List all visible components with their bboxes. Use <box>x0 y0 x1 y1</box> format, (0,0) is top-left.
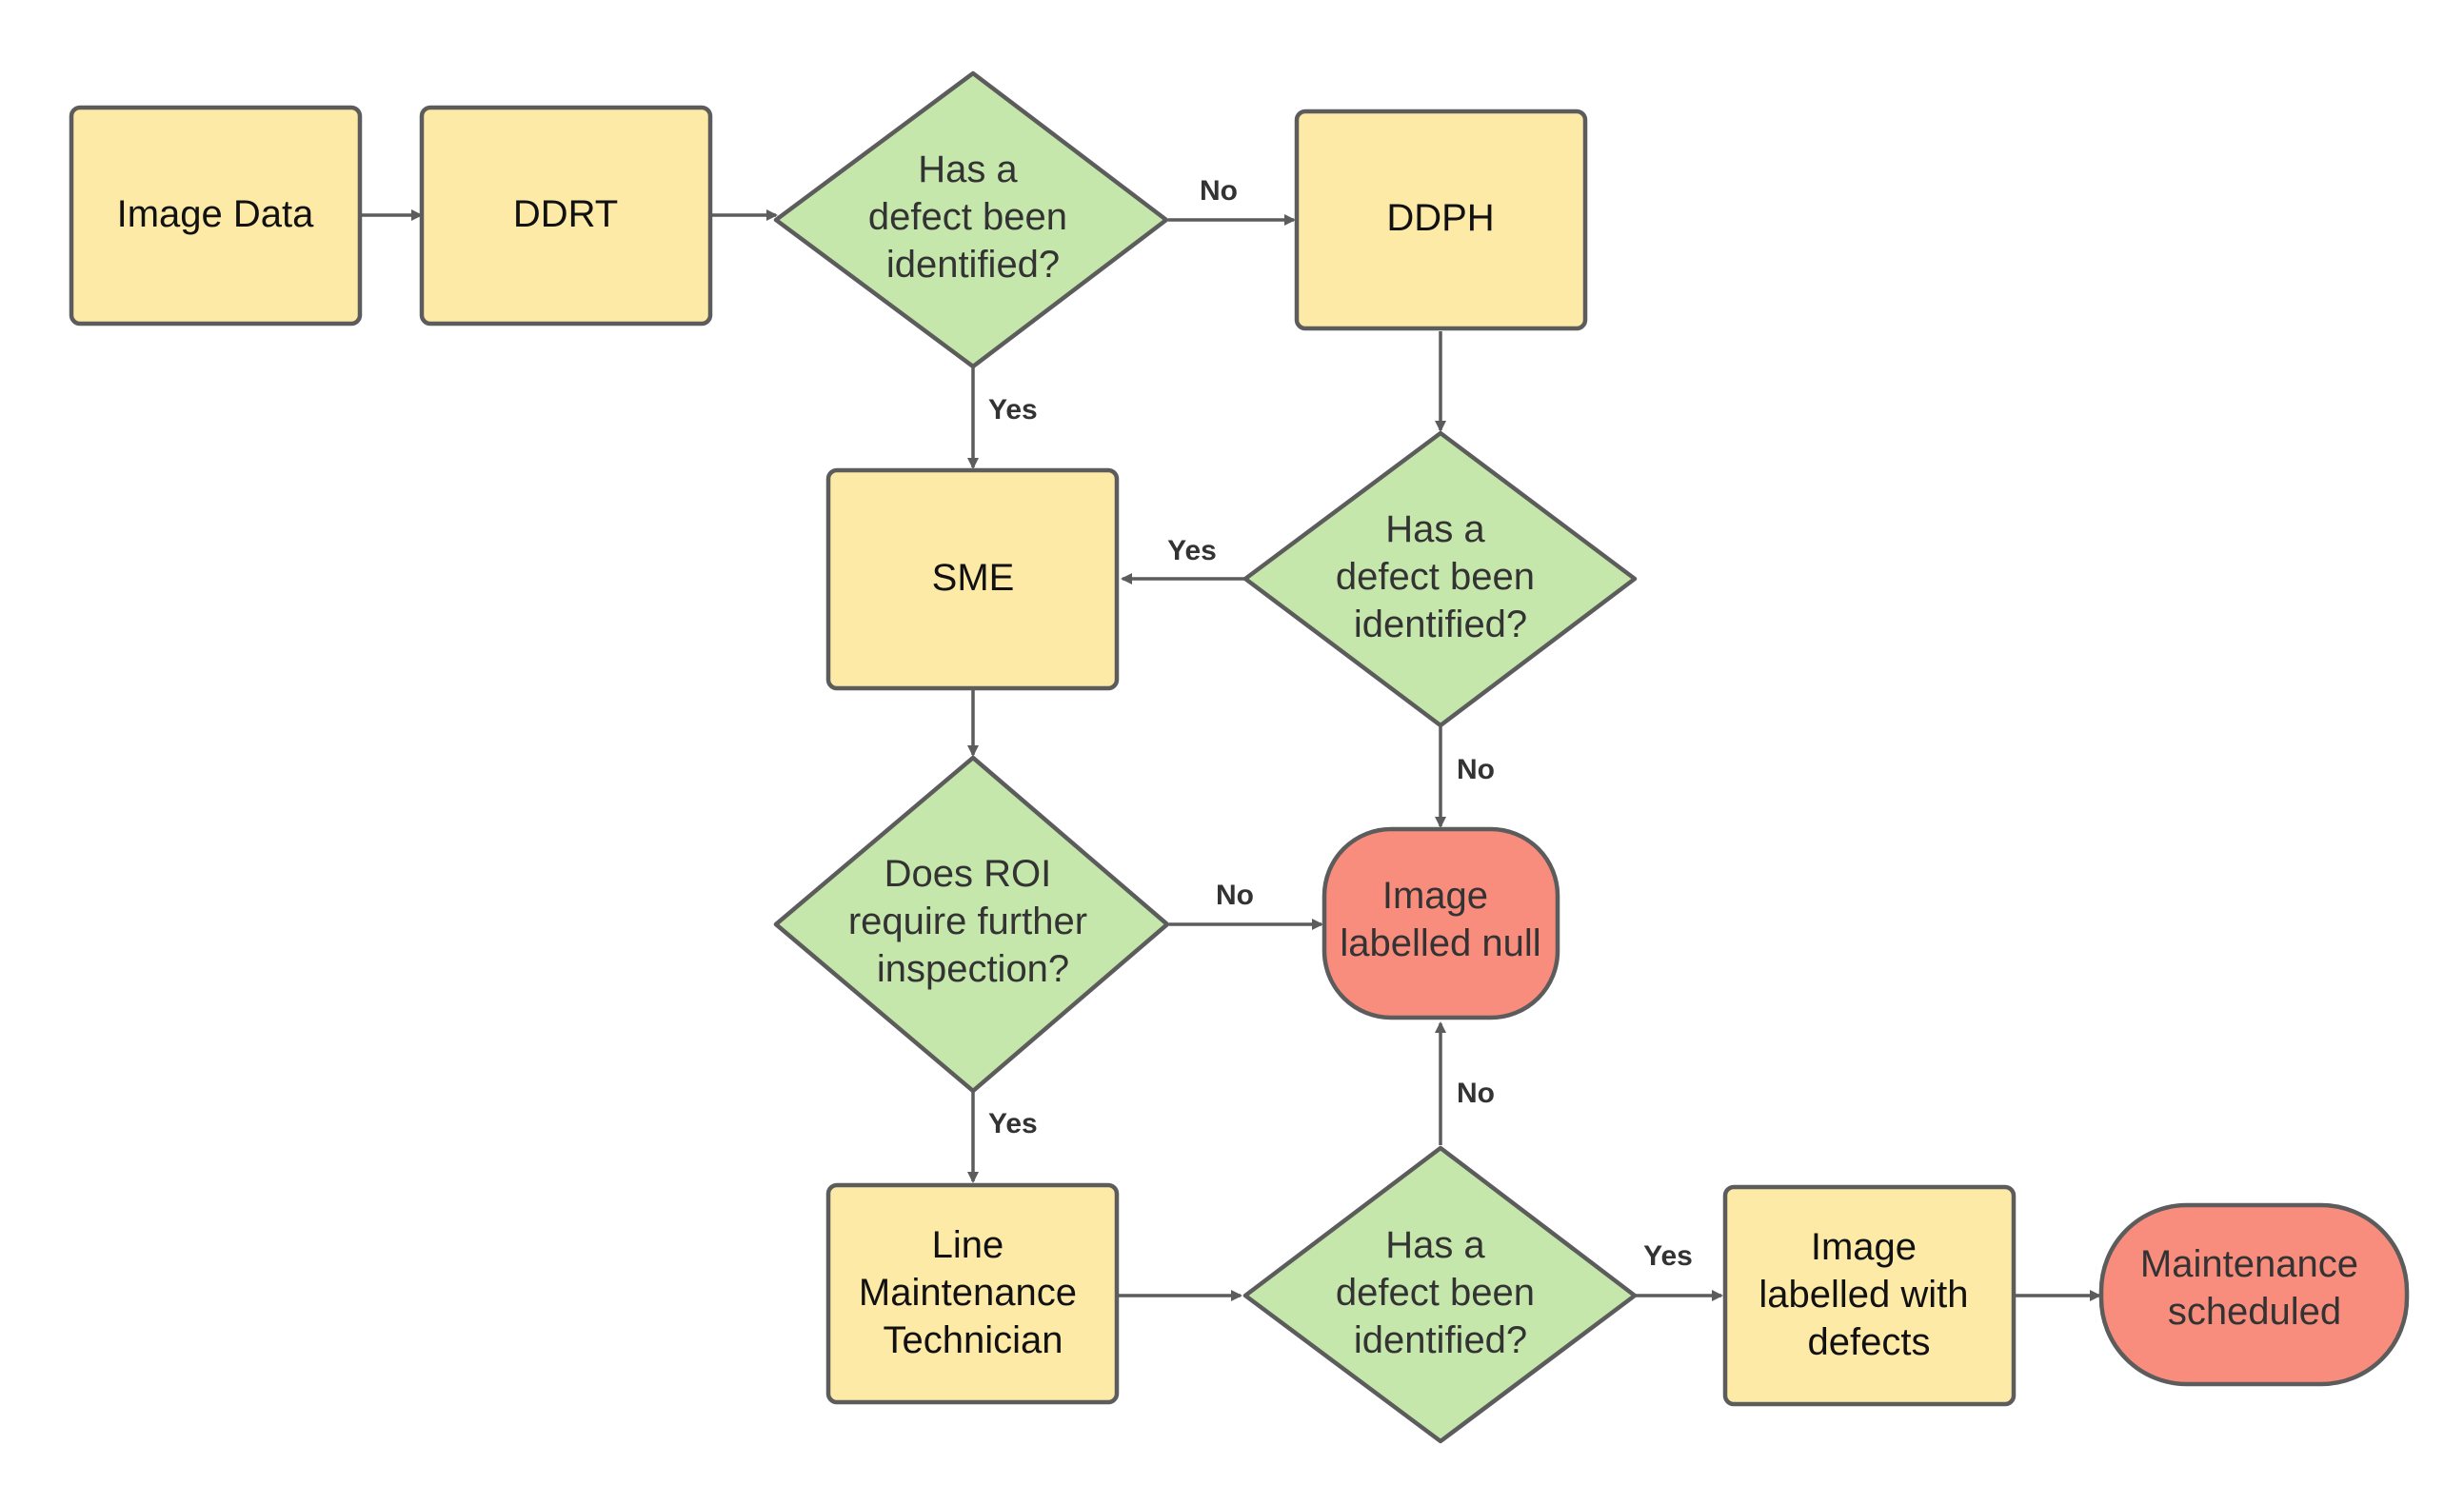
node-label: DDPH <box>1386 197 1494 239</box>
node-image-data: Image Data <box>69 105 363 327</box>
node-image-labelled-with-defects: Image labelled with defects <box>1722 1184 2017 1407</box>
edge-label-yes: Yes <box>1643 1240 1693 1272</box>
node-decision-roi-inspection: Does ROI require further inspection? <box>773 755 1170 1094</box>
node-decision-defect-identified-2: Has a defect been identified? <box>1242 430 1638 728</box>
edge-label-no: No <box>1200 175 1238 207</box>
node-ddrt: DDRT <box>419 105 713 327</box>
edge-label-no: No <box>1457 1078 1495 1109</box>
edge-decision-3-yes: Yes <box>1635 1240 1723 1301</box>
node-decision-defect-identified-1: Has a defect been identified? <box>773 70 1169 369</box>
edge-decision-roi-no: No <box>1169 880 1323 930</box>
edge-decision-3-no: No <box>1435 1021 1495 1145</box>
node-maintenance-scheduled: Maintenance scheduled <box>2098 1202 2410 1387</box>
edge-decision-1-yes: Yes <box>967 366 1038 469</box>
node-label: Image labelled null <box>1340 875 1540 964</box>
edge-decision-roi-yes: Yes <box>967 1091 1038 1183</box>
edge-label-yes: Yes <box>1167 535 1217 566</box>
edge-decision-2-no: No <box>1435 726 1495 828</box>
edge-decision-2-yes: Yes <box>1121 535 1245 584</box>
node-label: Has a defect been identified? <box>1336 1224 1545 1361</box>
node-sme: SME <box>825 467 1120 691</box>
node-line-maintenance-technician: Line Maintenance Technician <box>825 1182 1120 1405</box>
node-ddph: DDPH <box>1294 109 1588 331</box>
edge-label-no: No <box>1457 754 1495 785</box>
edge-label-no: No <box>1216 880 1254 911</box>
node-label: Image Data <box>117 193 315 235</box>
node-label: Image labelled with defects <box>1759 1226 1978 1363</box>
node-label: Has a defect been identified? <box>1336 508 1545 645</box>
node-label: SME <box>932 557 1015 599</box>
node-label: DDRT <box>513 193 618 235</box>
node-image-labelled-null: Image labelled null <box>1321 826 1560 1020</box>
edge-label-yes: Yes <box>988 1108 1038 1139</box>
node-label: Line Maintenance Technician <box>859 1224 1087 1361</box>
node-label: Maintenance scheduled <box>2140 1243 2369 1333</box>
node-decision-defect-identified-3: Has a defect been identified? <box>1242 1145 1638 1444</box>
node-label: Has a defect been identified? <box>868 149 1078 286</box>
node-label: Does ROI require further inspection? <box>848 853 1098 990</box>
edge-label-yes: Yes <box>988 394 1038 426</box>
edge-decision-1-no: No <box>1168 175 1296 226</box>
